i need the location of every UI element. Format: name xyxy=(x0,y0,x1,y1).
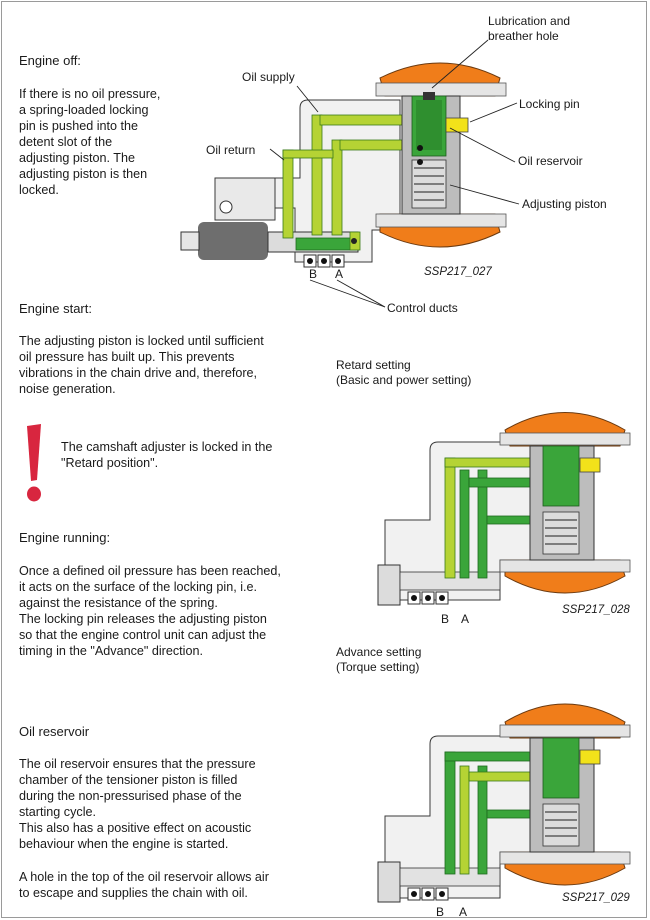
fig2-label-port-a: A xyxy=(461,612,470,626)
label-port-b: B xyxy=(309,267,318,281)
oil-reservoir-text: The oil reservoir ensures that the press… xyxy=(19,757,256,851)
fig3-label-port-b: B xyxy=(436,905,445,919)
oil-reservoir-hole-text: A hole in the top of the oil reservoir a… xyxy=(19,870,269,900)
figure3-caption: SSP217_029 xyxy=(562,892,630,904)
figure-engine-off-diagram xyxy=(180,39,520,308)
label-control-ducts: Control ducts xyxy=(387,301,458,315)
label-oil-return: Oil return xyxy=(206,143,256,157)
label-oil-supply: Oil supply xyxy=(242,70,295,84)
label-port-a: A xyxy=(335,267,344,281)
figure3-title: Advance setting (Torque setting) xyxy=(336,645,422,674)
engine-off-heading: Engine off: xyxy=(19,53,81,68)
engine-start-text: The adjusting piston is locked until suf… xyxy=(19,334,264,396)
engine-off-text: If there is no oil pressure, a spring-lo… xyxy=(19,87,161,197)
fig3-label-port-a: A xyxy=(459,905,468,919)
solenoid-body xyxy=(198,222,268,260)
oil-reservoir-heading: Oil reservoir xyxy=(19,724,90,739)
label-adjusting-piston: Adjusting piston xyxy=(522,197,607,211)
figure2-caption: SSP217_028 xyxy=(562,604,630,616)
engine-running-heading: Engine running: xyxy=(19,530,111,545)
engine-running-text: Once a defined oil pressure has been rea… xyxy=(19,564,281,658)
solenoid-connector xyxy=(180,231,200,251)
engine-start-heading: Engine start: xyxy=(19,301,92,316)
label-locking-pin: Locking pin xyxy=(519,97,580,111)
note-text: The camshaft adjuster is locked in the "… xyxy=(61,440,273,470)
figure2-title: Retard setting (Basic and power setting) xyxy=(336,358,472,387)
warning-exclamation-icon xyxy=(27,424,41,502)
label-lubrication-breather-hole: Lubrication and breather hole xyxy=(488,14,571,43)
figure-retard-setting-diagram xyxy=(377,412,631,606)
fig2-label-port-b: B xyxy=(441,612,450,626)
figure1-caption: SSP217_027 xyxy=(424,266,492,278)
label-oil-reservoir: Oil reservoir xyxy=(518,154,583,168)
